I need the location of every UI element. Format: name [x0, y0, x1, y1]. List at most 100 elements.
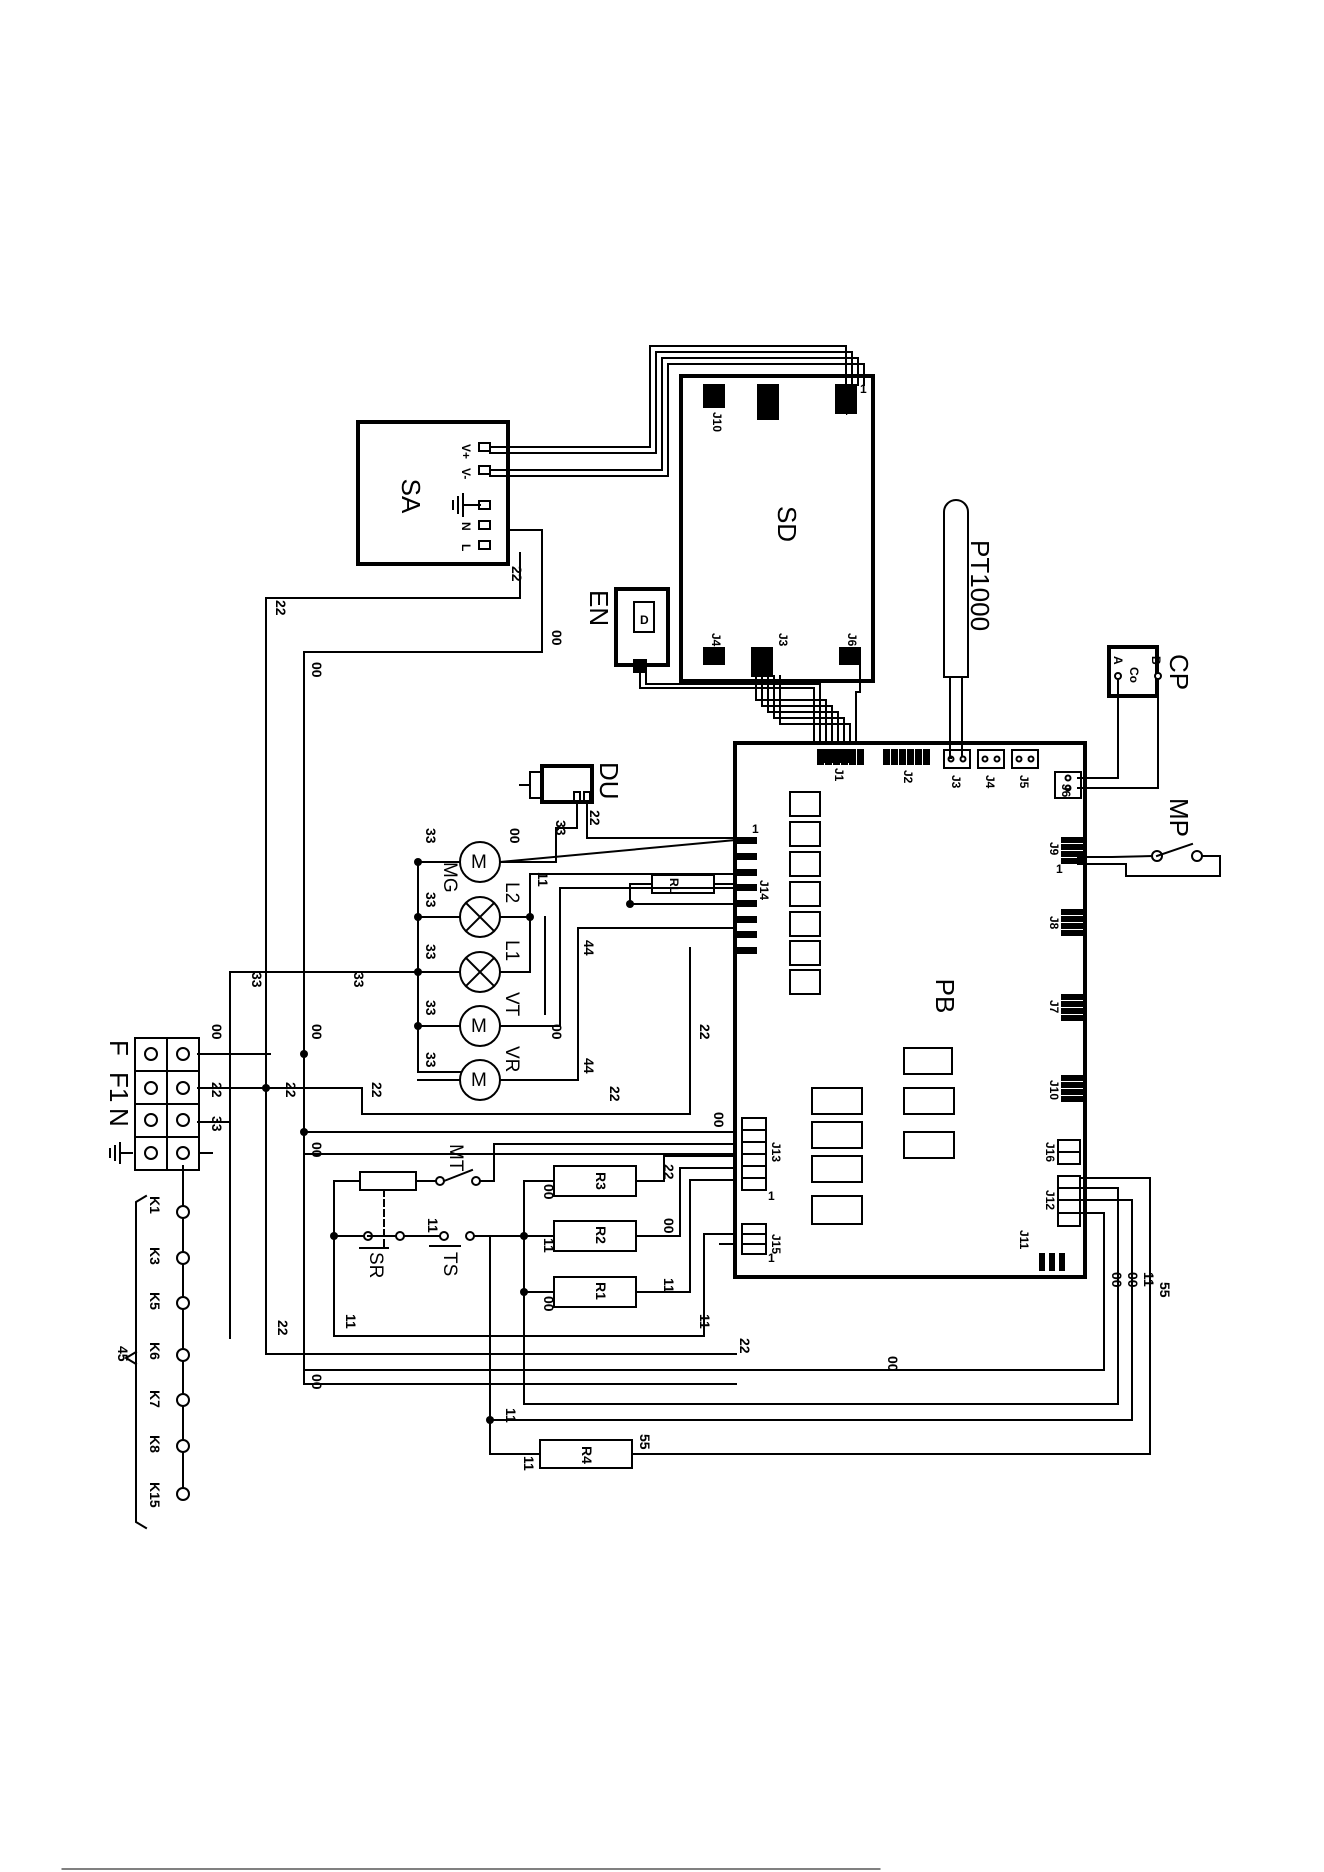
wire-55-j12: [631, 1177, 1151, 1455]
vr-label: VR: [501, 1046, 522, 1072]
pb-connector-j5: J5: [1011, 749, 1039, 789]
pb-connector-j7: J7: [1047, 994, 1083, 1021]
svg-text:1: 1: [1056, 862, 1063, 876]
svg-text:J11: J11: [1017, 1230, 1031, 1250]
svg-text:33: 33: [351, 972, 367, 988]
svg-text:00: 00: [1109, 1272, 1125, 1288]
switch-mp: MP: [1077, 798, 1221, 877]
mt-label: MT: [445, 1144, 466, 1172]
svg-text:J13: J13: [769, 1142, 783, 1162]
wire-00-j12: [303, 1212, 1105, 1371]
component-du: DU: [519, 762, 736, 839]
svg-text:J6: J6: [845, 633, 859, 647]
motor-mg: M MG: [439, 838, 738, 893]
power-supply-sa: SA V+ V- N L: [356, 420, 510, 566]
component-cp: CP B A Co: [1077, 645, 1194, 789]
pb-label: PB: [930, 979, 960, 1014]
wire-bundle-sa-sd: [489, 345, 865, 477]
vt-label: VT: [501, 992, 522, 1017]
svg-text:11: 11: [521, 1456, 537, 1471]
sd-label: SD: [772, 506, 802, 542]
svg-text:R1: R1: [593, 1282, 609, 1300]
pb-connector-j11: J11: [1017, 1230, 1065, 1271]
svg-text:J1: J1: [832, 768, 846, 782]
pb-relays: [789, 791, 955, 1225]
pb-connector-j8: J8: [1047, 909, 1083, 936]
svg-text:J2: J2: [901, 770, 915, 784]
pb-connector-j9: J9 1: [1047, 837, 1083, 876]
svg-text:22: 22: [283, 1082, 299, 1098]
lamp-l1: L1: [417, 916, 531, 993]
svg-text:11: 11: [503, 1408, 519, 1423]
pb-connector-j3: J3: [943, 749, 971, 789]
pb-connector-j10: J10: [1047, 1075, 1083, 1102]
svg-text:J7: J7: [1047, 1000, 1061, 1014]
svg-text:33: 33: [423, 944, 439, 960]
svg-text:B: B: [1149, 656, 1163, 665]
svg-text:11: 11: [1141, 1272, 1157, 1287]
k-group-label: 45: [115, 1346, 131, 1362]
svg-text:M: M: [471, 1070, 487, 1091]
pb-connector-j4: J4: [977, 749, 1005, 789]
mp-label: MP: [1164, 798, 1194, 837]
pb-connector-j2: J2: [883, 749, 930, 784]
svg-text:55: 55: [1157, 1282, 1173, 1298]
pb-connector-j16: J16: [1043, 1139, 1081, 1165]
svg-text:J5: J5: [1017, 775, 1031, 789]
svg-text:22: 22: [587, 810, 603, 826]
svg-text:J10: J10: [1047, 1080, 1061, 1100]
svg-text:33: 33: [423, 1000, 439, 1016]
svg-text:33: 33: [423, 1052, 439, 1068]
motor-vr: M VR: [417, 927, 737, 1101]
svg-text:K7: K7: [147, 1390, 163, 1408]
wire-bundle-sd-pb: [755, 663, 861, 745]
sa-terminal-n: N: [459, 522, 473, 531]
svg-text:1: 1: [768, 1251, 775, 1265]
sd-connector-j4: J4: [703, 633, 725, 665]
svg-text:J3: J3: [776, 633, 790, 647]
k-contacts-chain: K1 K3 K5 K6 K7 K8 K15 45: [115, 1165, 190, 1530]
sa-terminal-vplus: V+: [459, 444, 473, 459]
pt1000-sensor: PT1000: [943, 499, 995, 759]
wire-22-main: [265, 552, 737, 1355]
svg-text:J16: J16: [1043, 1142, 1057, 1162]
svg-text:11: 11: [661, 1278, 677, 1293]
svg-text:22: 22: [209, 1082, 225, 1098]
svg-text:22: 22: [369, 1082, 385, 1098]
pb-connector-j12: J12: [1043, 1175, 1081, 1227]
sd-connector-j2: J2: [757, 384, 779, 420]
svg-text:00: 00: [549, 630, 565, 646]
svg-text:00: 00: [1125, 1272, 1141, 1288]
wire-00-sa: [303, 529, 737, 1155]
sa-ground-icon: [452, 493, 481, 517]
svg-text:J10: J10: [710, 412, 724, 432]
cp-label: CP: [1164, 654, 1194, 690]
terminal-ground-icon: [109, 1142, 133, 1164]
rail-ground: [303, 1135, 737, 1385]
svg-text:22: 22: [607, 1086, 623, 1102]
svg-text:11: 11: [343, 1314, 359, 1329]
svg-text:44: 44: [581, 940, 597, 956]
svg-text:J4: J4: [709, 633, 723, 647]
wire-22-pb-j14: [361, 947, 691, 1115]
switch-sr-ts: SR TS: [333, 1189, 525, 1278]
l2-label: L2: [501, 882, 522, 903]
svg-text:33: 33: [209, 1116, 225, 1132]
svg-text:M: M: [471, 852, 487, 873]
junctions: [262, 858, 634, 1424]
svg-text:00: 00: [541, 1184, 557, 1200]
svg-text:J4: J4: [983, 775, 997, 789]
sa-terminal-l: L: [459, 544, 473, 551]
svg-text:22: 22: [661, 1164, 677, 1180]
svg-text:11: 11: [697, 1314, 713, 1329]
svg-text:1: 1: [860, 382, 867, 396]
sa-terminal-vminus: V-: [459, 468, 473, 479]
svg-text:J9: J9: [1047, 842, 1061, 856]
terminal-f-label: F: [104, 1040, 134, 1056]
pb-connector-j1: J1: [817, 749, 864, 782]
svg-text:11: 11: [541, 1238, 557, 1253]
svg-text:J6: J6: [1059, 784, 1073, 798]
svg-text:33: 33: [553, 820, 569, 836]
svg-text:11: 11: [535, 872, 551, 887]
